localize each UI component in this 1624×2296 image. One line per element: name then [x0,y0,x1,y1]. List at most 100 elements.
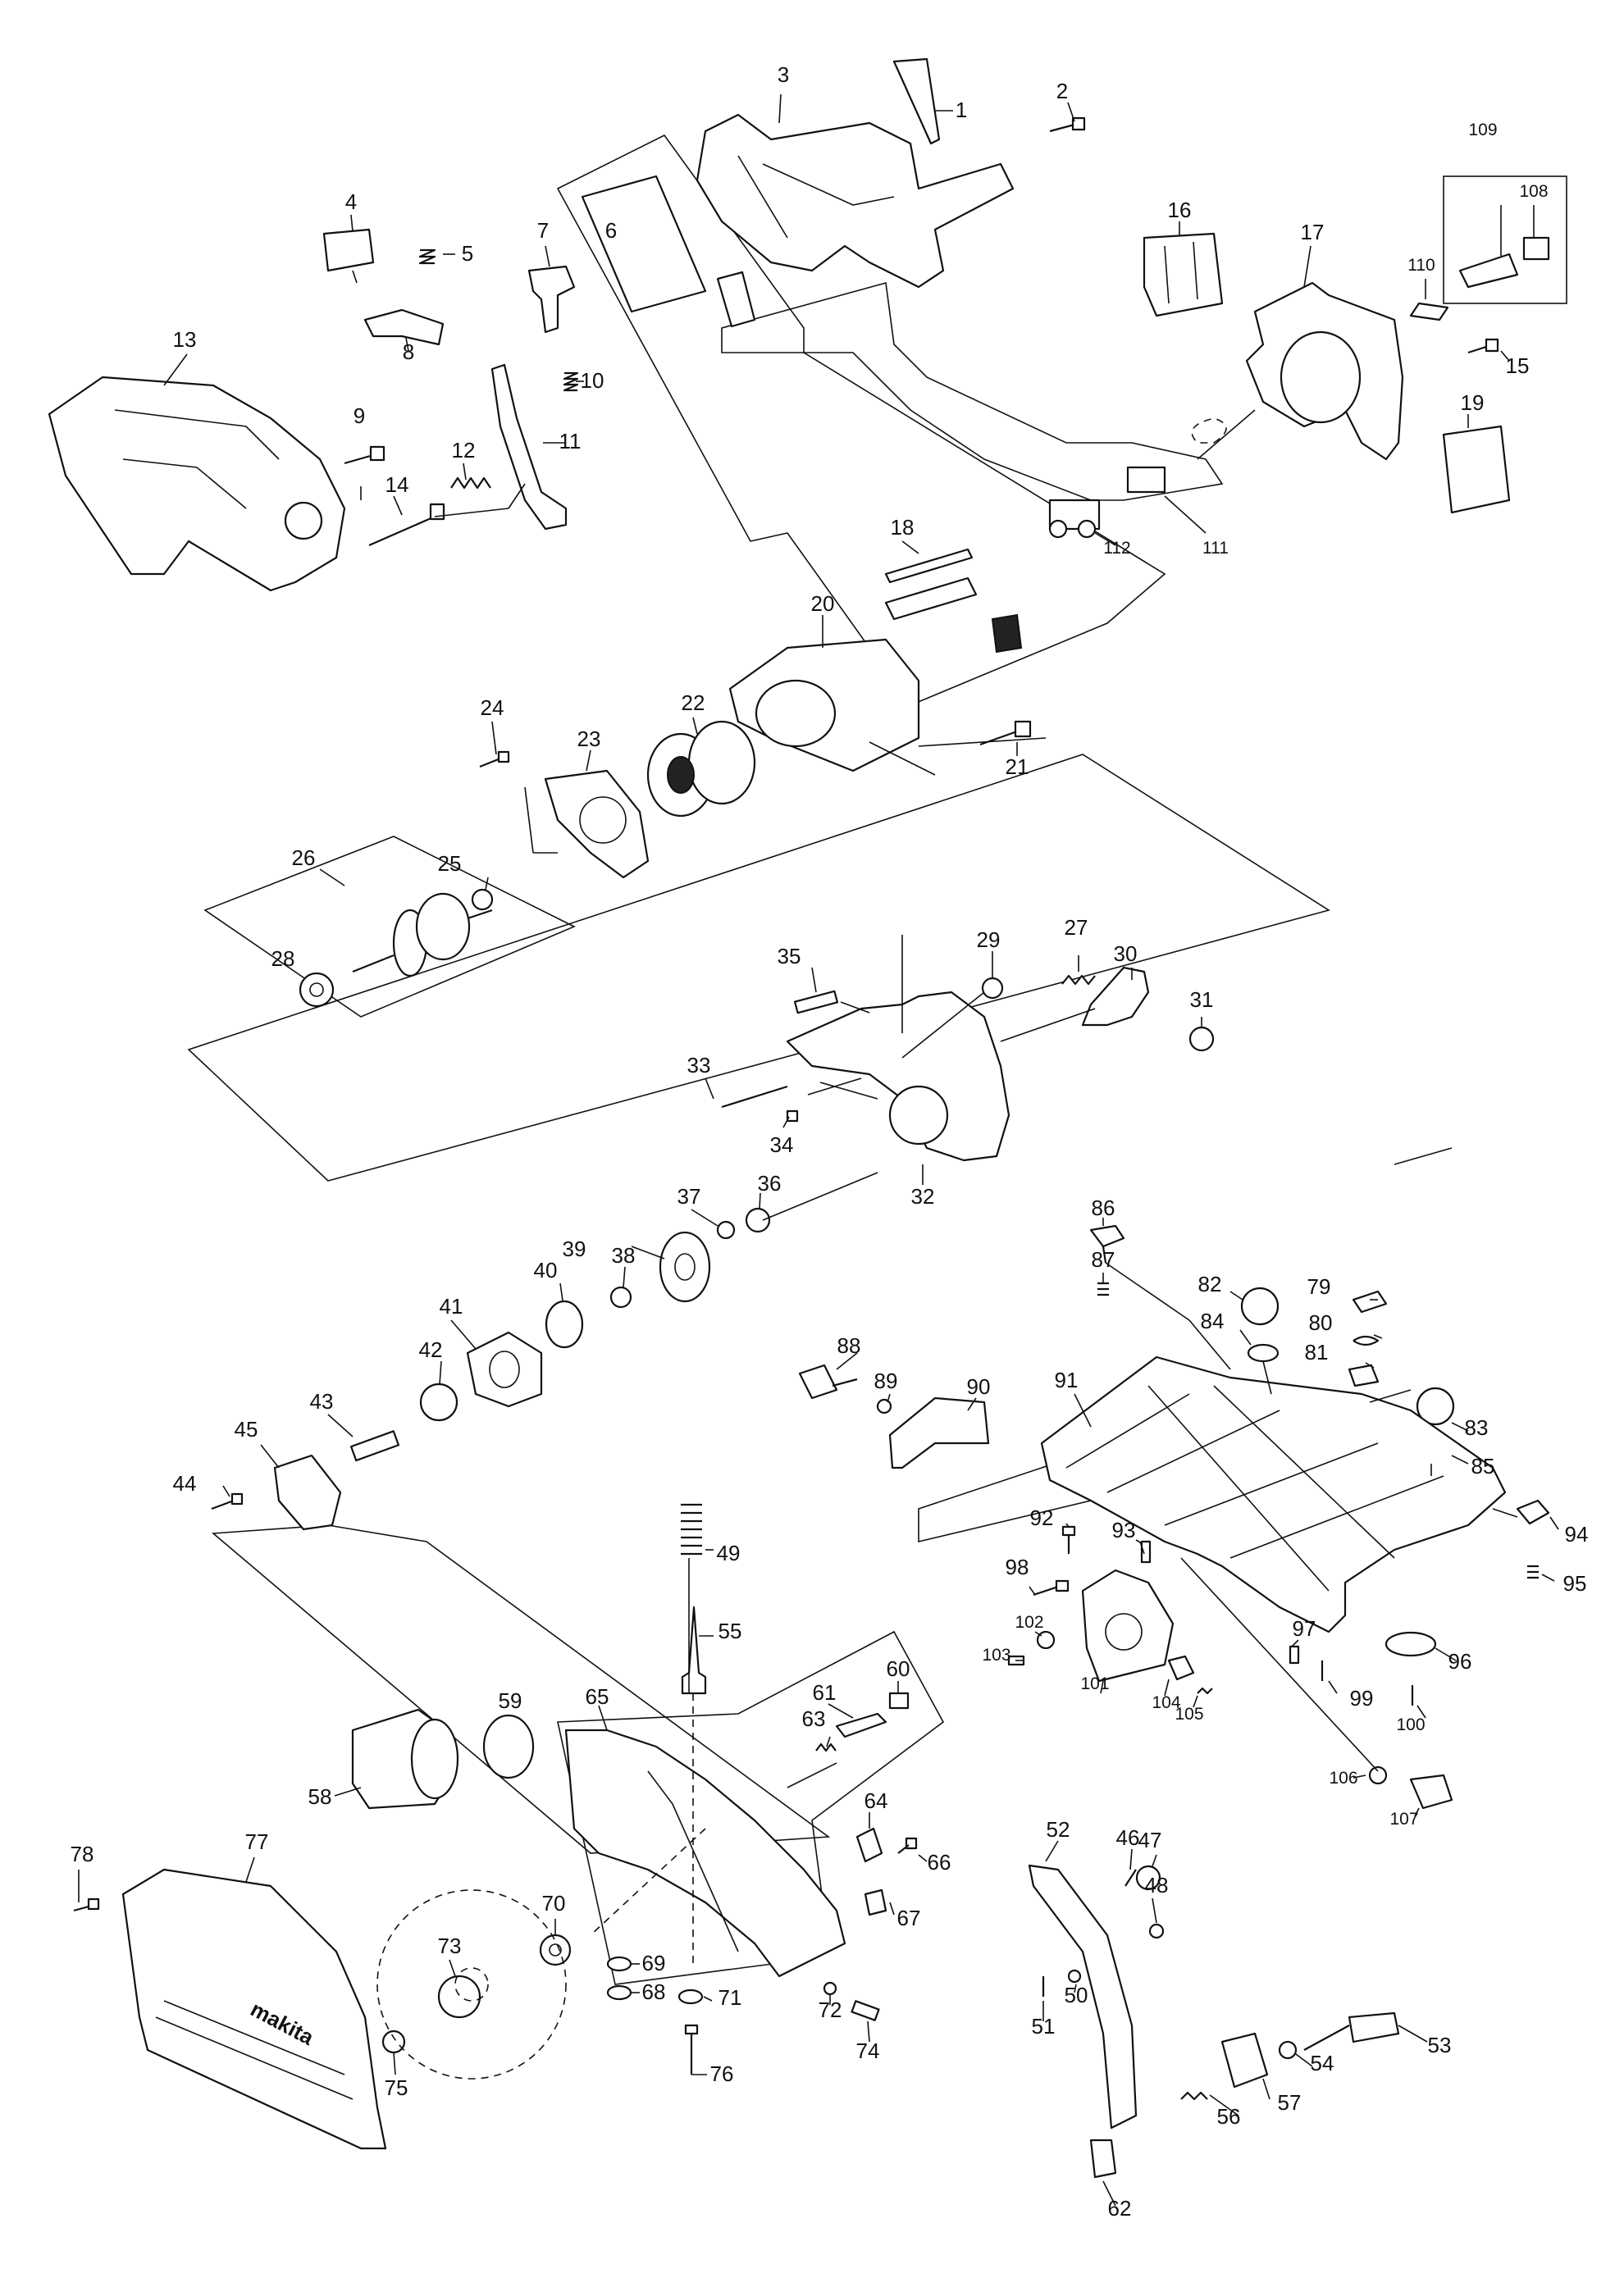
part-label-38: 38 [612,1243,636,1268]
part-label-58: 58 [308,1784,332,1809]
part-83-knob [1416,1387,1455,1426]
part-6-block [716,271,756,328]
part-101-bevel-guide [1081,1569,1175,1683]
part-43-spindle [349,1430,400,1462]
part-label-107: 107 [1389,1810,1418,1829]
part-label-89: 89 [874,1369,898,1393]
part-label-29: 29 [977,927,1001,952]
part-70-flange [539,1934,572,1966]
part-50-washer [1067,1969,1082,1984]
part-47-nut [1135,1865,1161,1891]
part-label-103: 103 [982,1646,1010,1665]
part-58-dust-nozzle [351,1708,459,1810]
part-95-spring [1527,1565,1539,1579]
dashed-alignment [590,1693,706,1968]
part-label-99: 99 [1350,1686,1374,1711]
part-label-10: 10 [581,368,604,393]
part-label-87: 87 [1092,1247,1115,1272]
part-label-32: 32 [911,1184,935,1209]
part-label-101: 101 [1080,1674,1109,1693]
part-label-67: 67 [897,1906,921,1930]
part-107-knob-bolt [1409,1774,1453,1810]
part-label-27: 27 [1065,915,1088,940]
part-41-flange [466,1331,543,1408]
part-61-plate [835,1712,887,1738]
part-81-clip [1348,1364,1380,1387]
part-108-label [1522,236,1550,261]
group-outline-motor [187,754,1330,1182]
part-10-spring [563,371,579,392]
part-label-79: 79 [1307,1274,1331,1299]
part-14-pin [368,503,445,547]
part-16-switch-block [1143,232,1224,317]
part-18-strip [884,548,974,584]
part-89-washer [876,1398,892,1414]
part-label-22: 22 [682,690,705,715]
part-label-21: 21 [1006,754,1029,779]
part-label-36: 36 [758,1171,782,1196]
part-label-109: 109 [1468,121,1497,139]
part-label-85: 85 [1471,1454,1495,1478]
part-77-blade-cover [121,1868,387,2150]
part-54-washer [1278,2040,1298,2060]
part-84-collar [1247,1343,1280,1363]
part-63-spring [815,1742,837,1752]
part-label-49: 49 [717,1541,741,1565]
part-label-35: 35 [778,944,801,968]
part-label-7: 7 [537,218,549,243]
group-outline-26 [203,836,576,1018]
part-31-knob [1188,1026,1215,1052]
saw-blade-outline [376,1889,567,2080]
part-94-wing-nut [1516,1499,1550,1525]
part-label-75: 75 [385,2075,408,2100]
part-label-65: 65 [586,1684,609,1709]
part-label-40: 40 [534,1258,558,1282]
part-label-33: 33 [687,1053,711,1077]
part-label-62: 62 [1108,2196,1132,2221]
part-18-cap [991,613,1023,654]
part-label-25: 25 [438,851,462,876]
part-label-96: 96 [1448,1649,1472,1674]
part-97-pin [1289,1645,1300,1665]
part-11-long-lever [490,363,568,531]
part-34-screw [786,1109,799,1123]
part-35-pin [793,990,839,1014]
part-label-17: 17 [1301,220,1325,244]
part-number-labels: 1234567891011121314151617181920212223242… [71,62,1589,2221]
part-label-72: 72 [819,1998,842,2022]
group-outline-109 [1443,175,1567,304]
part-65-upper-guard [564,1729,846,1978]
part-label-19: 19 [1461,390,1485,415]
part-25-bearing [471,888,494,911]
part-label-76: 76 [710,2061,734,2086]
part-label-104: 104 [1152,1693,1180,1712]
part-label-68: 68 [642,1979,666,2004]
part-label-98: 98 [1006,1555,1029,1579]
part-label-88: 88 [837,1333,861,1358]
part-label-61: 61 [813,1680,837,1705]
part-19-terminal-block [1442,425,1511,514]
part-60-block [888,1692,910,1710]
part-label-74: 74 [856,2039,880,2063]
part-label-56: 56 [1217,2104,1241,2129]
part-label-52: 52 [1047,1817,1070,1842]
part-label-18: 18 [891,515,915,540]
part-label-8: 8 [403,339,414,364]
part-105-spring [1197,1687,1213,1695]
part-55-post [681,1606,707,1695]
part-4-trigger [322,228,375,272]
part-label-102: 102 [1015,1613,1043,1632]
part-104-nut [1167,1655,1195,1681]
part-label-66: 66 [928,1850,951,1875]
part-26-rotor [352,892,493,977]
part-label-48: 48 [1145,1873,1169,1897]
part-label-28: 28 [271,946,295,971]
part-40-o-ring [545,1300,584,1349]
part-label-11: 11 [559,429,582,453]
part-label-77: 77 [245,1829,269,1854]
part-label-31: 31 [1190,987,1214,1012]
part-label-12: 12 [452,438,476,462]
part-label-9: 9 [354,403,365,428]
part-label-93: 93 [1112,1518,1136,1542]
part-label-83: 83 [1465,1415,1489,1440]
